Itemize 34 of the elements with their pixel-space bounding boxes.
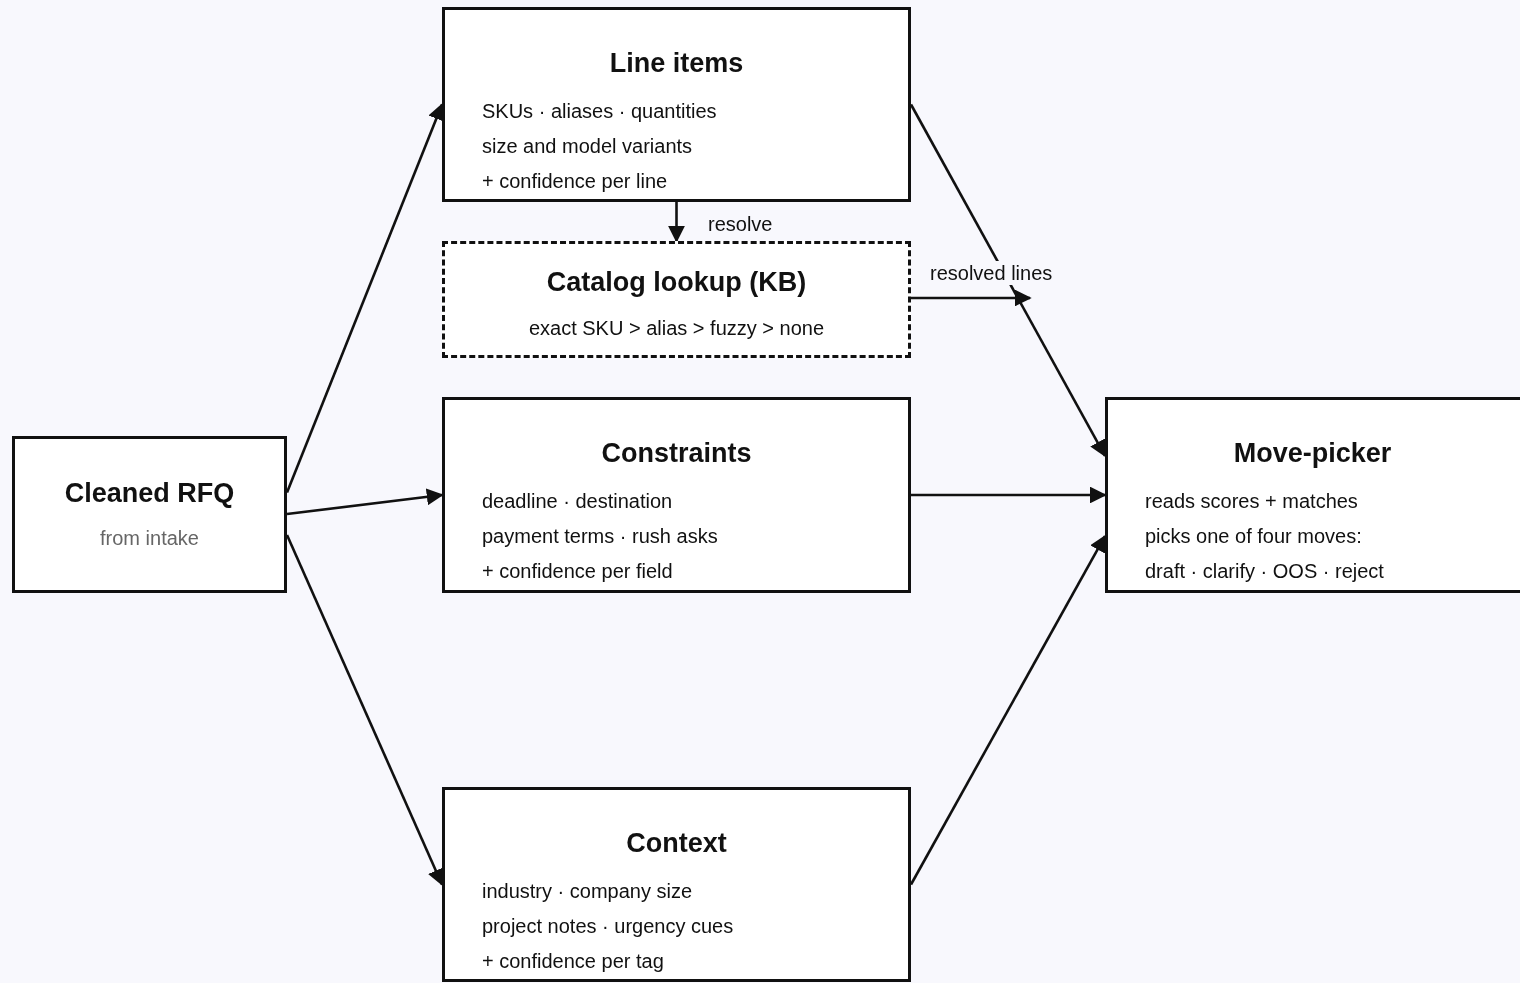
arrow: [911, 486, 1107, 504]
node-text: SKUs · aliases · quantities: [482, 99, 717, 124]
node-text: reads scores + matches: [1145, 489, 1358, 514]
node-text: deadline · destination: [482, 489, 673, 514]
node-text: picks one of four moves:: [1145, 524, 1362, 549]
arrow: [285, 534, 444, 887]
process-box: [442, 397, 911, 593]
node-text: + confidence per tag: [482, 949, 664, 974]
arrow: [909, 103, 1107, 458]
node-title: Cleaned RFQ: [63, 477, 236, 510]
process-box: [12, 436, 287, 593]
node-title: Context: [625, 827, 728, 860]
node-subtitle: from intake: [100, 526, 199, 551]
node-text: payment terms · rush asks: [482, 524, 718, 549]
process-box: [1105, 397, 1520, 593]
edge-label: resolved lines: [928, 261, 1055, 285]
node-text: size and model variants: [482, 134, 693, 159]
node-text: + confidence per field: [482, 559, 673, 584]
node-text: exact SKU > alias > fuzzy > none: [528, 316, 825, 341]
node-title: Constraints: [600, 437, 753, 470]
node-text: + confidence per line: [482, 169, 668, 194]
node-title: Catalog lookup (KB): [545, 266, 808, 299]
arrow: [909, 534, 1107, 886]
node-text: draft · clarify · OOS · reject: [1145, 559, 1384, 584]
node-title: Move-picker: [1232, 437, 1393, 470]
node-title: Line items: [608, 47, 745, 80]
node-text: industry · company size: [482, 879, 693, 904]
arrow: [286, 488, 444, 516]
lookup-box: [442, 241, 911, 358]
arrow: [668, 202, 685, 243]
process-box: [442, 787, 911, 982]
arrow: [911, 289, 1032, 307]
node-text: project notes · urgency cues: [482, 914, 734, 939]
process-box: [442, 7, 911, 202]
